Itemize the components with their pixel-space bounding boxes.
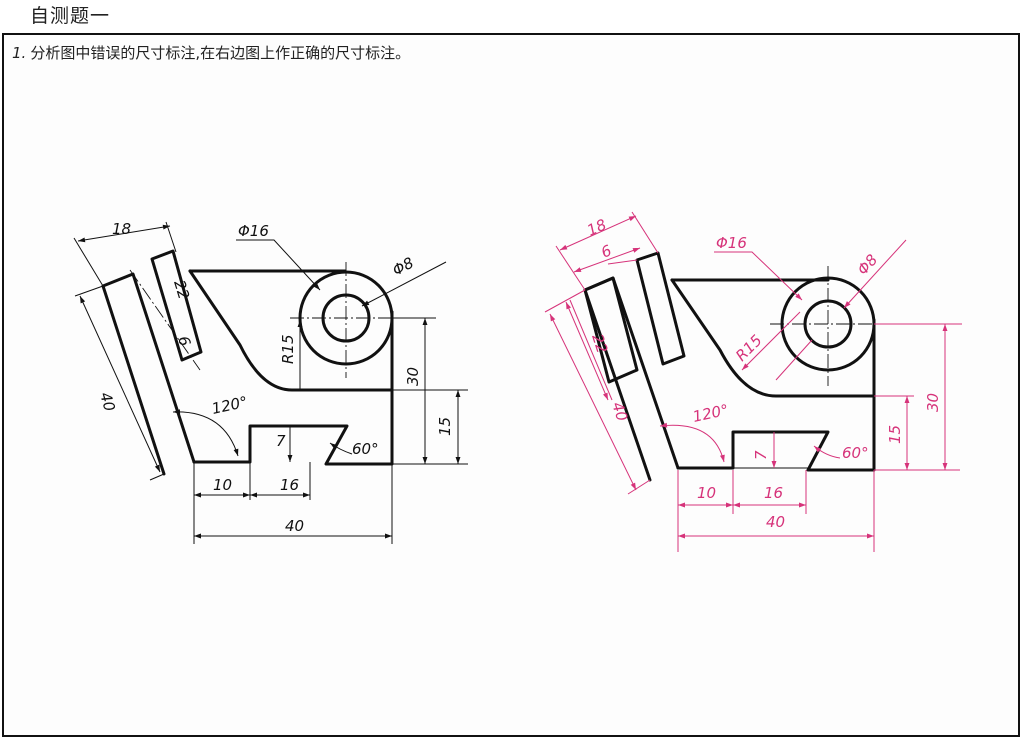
page-title: 自测题一: [30, 5, 111, 27]
right-dim-16: 16: [764, 484, 783, 502]
left-dim-22: 22: [170, 278, 193, 302]
left-dim-phi8: Φ8: [389, 254, 416, 280]
left-drawing: 18 Φ16 Φ8 22 6 R15 30 15 4: [73, 220, 468, 544]
left-dim-r15: R15: [279, 334, 297, 364]
right-dim-7: 7: [752, 450, 770, 460]
right-dim-phi16: Φ16: [716, 234, 747, 252]
question-text: 分析图中错误的尺寸标注,在右边图上作正确的尺寸标注。: [30, 44, 411, 62]
left-dim-10: 10: [213, 476, 232, 494]
question-number: 1.: [12, 44, 27, 62]
left-dim-40-slant: 40: [96, 390, 119, 413]
left-dim-16: 16: [280, 476, 299, 494]
left-dim-18: 18: [112, 220, 131, 238]
left-dim-7: 7: [276, 432, 286, 450]
right-dim-40: 40: [766, 513, 785, 531]
right-drawing: 18 6 Φ16 Φ8 R15 22 40 120: [544, 211, 962, 552]
left-dim-40: 40: [285, 517, 304, 535]
right-dim-40-slant: 40: [608, 400, 631, 424]
left-dim-6: 6: [174, 334, 194, 348]
right-dim-120deg: 120°: [691, 401, 730, 426]
right-dim-30: 30: [924, 393, 942, 412]
right-dim-r15: R15: [732, 331, 766, 365]
left-dim-120deg: 120°: [210, 393, 249, 418]
right-dim-10: 10: [697, 484, 716, 502]
left-dim-60deg: 60°: [352, 440, 379, 458]
right-dim-6: 6: [598, 241, 614, 261]
right-dim-15: 15: [886, 425, 904, 444]
right-dimensions: 18 6 Φ16 Φ8 R15 22 40 120: [544, 211, 962, 552]
question-line: 1.分析图中错误的尺寸标注,在右边图上作正确的尺寸标注。: [12, 42, 410, 63]
right-dim-18: 18: [584, 215, 609, 239]
left-dim-phi16: Φ16: [238, 222, 269, 240]
exercise-frame: [2, 33, 1020, 737]
left-dim-15: 15: [436, 417, 454, 436]
left-dim-30: 30: [404, 367, 422, 386]
right-dim-60deg: 60°: [842, 444, 869, 462]
right-dim-phi8: Φ8: [854, 251, 882, 279]
